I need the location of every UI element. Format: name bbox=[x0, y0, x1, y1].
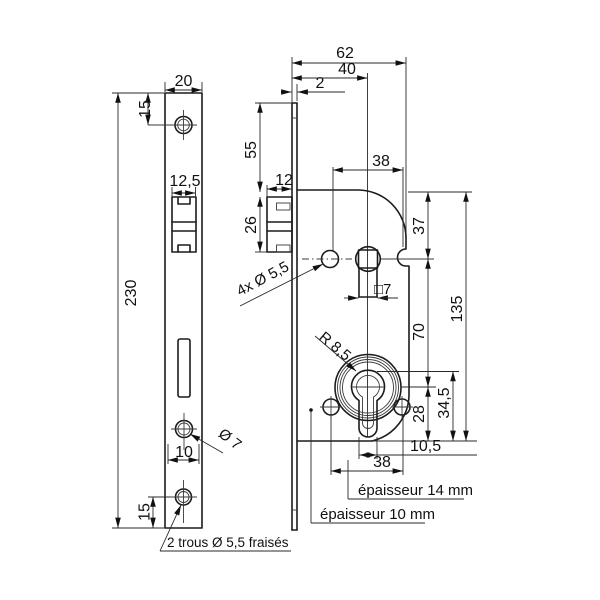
dim-follower-square-7: □7 bbox=[344, 281, 398, 301]
dim-holes-span-bottom-38: 38 bbox=[330, 414, 404, 475]
faceplate-outline bbox=[164, 92, 203, 529]
dim-follower-cyl-70: 70 bbox=[411, 258, 431, 388]
dim-side-top-latch: 55 bbox=[243, 141, 260, 159]
dim-side-depth: 62 bbox=[336, 45, 354, 62]
label-case-holes-group: 4x Ø 5,5 bbox=[234, 258, 324, 307]
dim-front-top-hole: 15 bbox=[137, 100, 154, 118]
dim-front-width-20: 20 bbox=[164, 73, 203, 93]
note-thickness-body: épaisseur 14 mm bbox=[358, 482, 473, 499]
dim-cyl-axis-28: 28 bbox=[411, 386, 431, 442]
dim-case-top-follower: 37 bbox=[411, 217, 428, 235]
front-latch-cutout bbox=[171, 196, 197, 253]
front-slot bbox=[177, 338, 191, 398]
dim-side-latch-height: 26 bbox=[243, 216, 260, 234]
front-top-hole bbox=[148, 110, 197, 140]
dim-latch-projection-12: 12 bbox=[266, 172, 293, 197]
dim-side-plate-thickness: 2 bbox=[316, 75, 325, 92]
dim-cyl-top: 34,5 bbox=[436, 387, 453, 418]
dim-front-top-hole-15: 15 bbox=[112, 92, 165, 126]
label-front-hole-dia: Ø 7 bbox=[215, 425, 245, 453]
dim-case-holes-top: 38 bbox=[372, 153, 390, 170]
note-front-holes: 2 trous Ø 5,5 fraisés bbox=[167, 535, 289, 550]
label-case-holes: 4x Ø 5,5 bbox=[234, 258, 292, 300]
dim-front-bottom-width: 10 bbox=[175, 444, 193, 461]
cylinder-rosette bbox=[334, 353, 402, 422]
dim-cyl-top-345: 34,5 bbox=[436, 371, 456, 442]
dim-front-width: 20 bbox=[175, 73, 193, 90]
side-view: 2 62 40 55 26 12 bbox=[243, 45, 407, 531]
dim-plate-thickness-2: 2 bbox=[281, 57, 345, 103]
dim-side-latch-proj: 12 bbox=[275, 172, 293, 189]
dim-front-latch-width: 12,5 bbox=[169, 173, 200, 190]
dim-holes-span-top-38: 38 bbox=[332, 153, 404, 251]
dim-front-bottom-hole-15: 15 bbox=[137, 496, 170, 529]
note-thickness-body-group: épaisseur 14 mm bbox=[347, 460, 473, 500]
dim-top-latch-55: 55 bbox=[243, 102, 292, 193]
dim-side-backset: 40 bbox=[338, 61, 356, 78]
dim-cyl-axis: 28 bbox=[411, 405, 428, 423]
dim-backset-40: 40 bbox=[291, 61, 368, 437]
fixing-hole-upper-left bbox=[302, 249, 434, 269]
front-view: 20 15 230 12,5 Ø 7 bbox=[112, 73, 291, 552]
dim-front-height-230: 230 bbox=[112, 92, 165, 529]
dim-case-height: 135 bbox=[449, 296, 466, 323]
dim-keyway: 10,5 bbox=[410, 438, 441, 455]
follower-hub bbox=[354, 245, 382, 298]
dim-front-bottom-hole: 15 bbox=[137, 503, 154, 521]
dim-case-follower-cyl: 70 bbox=[411, 323, 428, 341]
note-front-holes-group: 2 trous Ø 5,5 fraisés bbox=[159, 504, 291, 552]
fixing-hole-lower-right bbox=[391, 396, 413, 418]
dim-front-bottom-10: 10 bbox=[167, 444, 200, 464]
note-thickness-cover: épaisseur 10 mm bbox=[320, 506, 435, 523]
label-cyl-radius: R 8,5 bbox=[316, 329, 354, 365]
dim-keyway-105: 10,5 bbox=[358, 437, 477, 459]
dim-case-holes-bottom: 38 bbox=[373, 454, 391, 471]
euro-cylinder-hole bbox=[350, 369, 386, 438]
case-outline bbox=[296, 189, 410, 442]
dim-front-latch-125: 12,5 bbox=[169, 173, 201, 197]
plate-edge-strip bbox=[291, 102, 298, 531]
dim-case-height-135: 135 bbox=[449, 191, 469, 442]
case-view: □7 4x Ø 5,5 bbox=[234, 153, 477, 524]
dim-top-follower-37: 37 bbox=[411, 191, 431, 260]
dim-front-height: 230 bbox=[123, 280, 140, 307]
label-front-hole-dia-group: Ø 7 bbox=[189, 425, 245, 454]
side-latch-block bbox=[266, 196, 293, 253]
label-follower-square: □7 bbox=[374, 281, 391, 298]
note-thickness-cover-group: épaisseur 10 mm bbox=[309, 408, 435, 524]
front-spindle-hole bbox=[171, 413, 197, 450]
label-cyl-radius-group: R 8,5 bbox=[314, 329, 357, 372]
dim-latch-height-26: 26 bbox=[243, 196, 267, 253]
front-bottom-hole bbox=[170, 480, 197, 523]
dim-depth-62: 62 bbox=[291, 45, 407, 236]
